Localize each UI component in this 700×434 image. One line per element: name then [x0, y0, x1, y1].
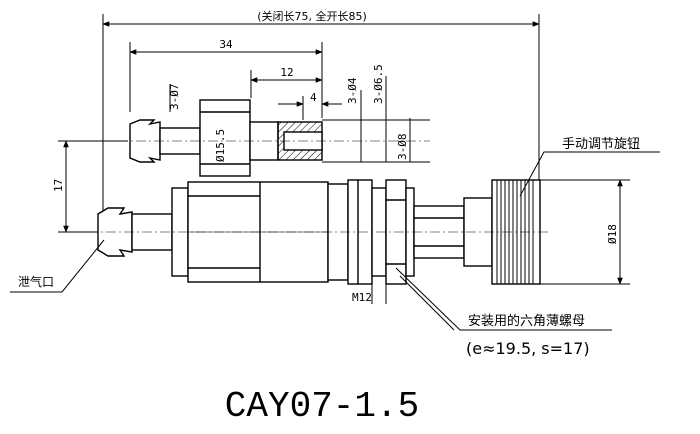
dimension-3phi65-label: 3-Ø6.5 [372, 64, 385, 104]
dimension-phi18-label: Ø18 [606, 224, 619, 244]
vent-leader [10, 239, 105, 293]
dimension-12 [250, 70, 323, 98]
dimension-3phi8-label: 3-Ø8 [396, 134, 409, 161]
dimension-m12 [371, 276, 387, 304]
dimension-3phi4-label: 3-Ø4 [346, 77, 359, 104]
dimension-phi18 [540, 179, 630, 285]
knob-label: 手动调节旋钮 [562, 137, 640, 152]
overall-length-dimension [102, 14, 540, 232]
vent-label: 泄气口 [18, 274, 54, 289]
nut-leader [395, 267, 612, 331]
dimension-phi155-label: Ø15.5 [214, 129, 227, 162]
dimension-4 [278, 96, 342, 120]
dimension-m12-label: M12 [352, 291, 372, 304]
overall-length-label: (关闭长75, 全开长85) [257, 9, 367, 23]
dimension-12-label: 12 [280, 66, 293, 79]
dimension-4-label: 4 [310, 91, 317, 104]
dimension-3phi7-label: 3-Ø7 [168, 84, 181, 111]
knob-leader [519, 151, 660, 197]
dimension-17-label: 17 [52, 179, 65, 192]
nut-spec-label: (e≈19.5, s=17) [466, 339, 590, 358]
dimension-34-label: 34 [219, 38, 233, 51]
model-title: CAY07-1.5 [225, 386, 419, 427]
nut-label: 安装用的六角薄螺母 [468, 313, 585, 329]
dimension-tube-diameters [322, 76, 430, 163]
